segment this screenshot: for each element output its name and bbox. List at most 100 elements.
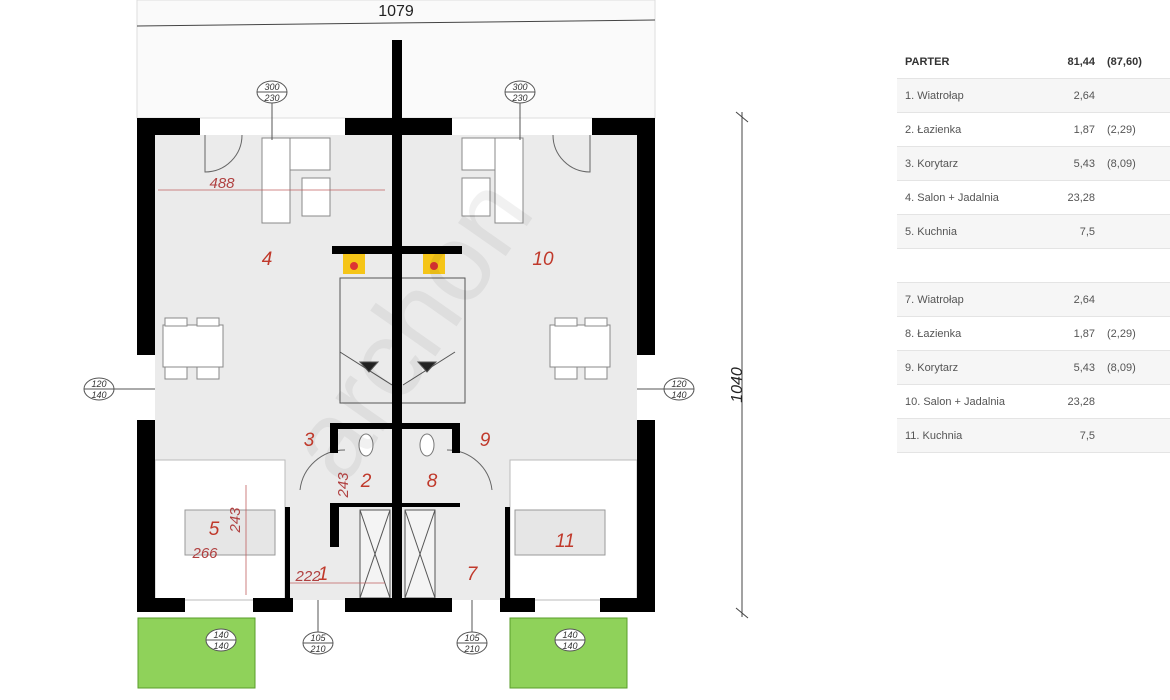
room-area: 7,5 [1055,418,1095,453]
opening-door-left: 105 210 [302,600,334,655]
room-10: 10 [532,249,554,270]
svg-text:300: 300 [512,82,527,92]
room-name: 7. Wiatrołap [897,282,1055,317]
dining-table-left [162,317,224,380]
svg-text:210: 210 [309,644,325,654]
opening-door-right: 105 210 [456,600,488,655]
svg-text:230: 230 [263,93,279,103]
room-area-gross [1095,78,1170,113]
svg-text:120: 120 [91,379,106,389]
room-8: 8 [427,471,438,492]
room-name: 3. Korytarz [897,146,1055,181]
floor-area: 81,44 [1055,45,1095,79]
room-name: 8. Łazienka [897,316,1055,351]
room-name: 11. Kuchnia [897,418,1055,453]
room-name: 9. Korytarz [897,350,1055,385]
room-area: 5,43 [1055,350,1095,385]
table-header-row: PARTER 81,44 (87,60) [897,45,1170,79]
staircase [339,277,466,404]
planter-right [509,617,628,689]
room-area: 23,28 [1055,180,1095,215]
room-2: 2 [360,471,372,492]
room-7: 7 [467,564,479,585]
sofa-right [461,137,524,224]
opening-win-side-left: 120 140 [83,377,155,401]
opening-win-top-left: 300 230 [256,80,288,140]
room-3: 3 [304,430,315,451]
room-area: 23,28 [1055,384,1095,419]
table-row [897,248,1170,283]
room-9: 9 [480,430,491,451]
room-area: 7,5 [1055,214,1095,249]
planter-left [137,617,256,689]
svg-text:105: 105 [464,633,480,643]
room-area: 2,64 [1055,282,1095,317]
opening-win-side-right: 120 140 [637,377,695,401]
room-11: 11 [555,531,575,552]
dimension-266: 266 [191,545,218,562]
height-dimension: 1040 [729,367,746,403]
toilet-left-icon [358,433,374,457]
room-1: 1 [318,564,329,585]
dimension-243-bathroom: 243 [335,472,352,499]
width-dimension-line [136,19,656,27]
room-area: 5,43 [1055,146,1095,181]
opening-win-top-right: 300 230 [504,80,536,140]
svg-text:140: 140 [562,641,577,651]
room-area-gross: (2,29) [1095,112,1170,147]
svg-text:140: 140 [91,390,106,400]
dining-table-right [549,317,611,380]
room-5: 5 [209,519,220,540]
floor-name: PARTER [897,45,1055,79]
room-area [1055,248,1095,283]
opening-win-bottom-right: 140 140 [554,628,586,652]
room-area-gross: (8,09) [1095,350,1170,385]
sofa-left [261,137,331,224]
room-area-gross [1095,248,1170,283]
svg-text:140: 140 [562,630,577,640]
dimension-222: 222 [294,568,321,585]
room-area-gross [1095,282,1170,317]
svg-text:140: 140 [213,630,228,640]
room-area-gross [1095,180,1170,215]
room-area-gross [1095,418,1170,453]
room-4: 4 [262,249,273,270]
svg-text:105: 105 [310,633,326,643]
svg-text:230: 230 [511,93,527,103]
walls [137,40,655,612]
toilet-right-icon [419,433,435,457]
room-name: 10. Salon + Jadalnia [897,384,1055,419]
room-area-gross [1095,214,1170,249]
room-name [897,248,1055,283]
svg-text:300: 300 [264,82,279,92]
dimension-243-kitchen: 243 [227,507,244,534]
room-name: 5. Kuchnia [897,214,1055,249]
width-dimension: 1079 [378,3,414,20]
room-area-gross: (8,09) [1095,146,1170,181]
svg-text:140: 140 [671,390,686,400]
svg-text:140: 140 [213,641,228,651]
room-area: 1,87 [1055,316,1095,351]
svg-text:210: 210 [463,644,479,654]
room-name: 4. Salon + Jadalnia [897,180,1055,215]
room-area-gross: (2,29) [1095,316,1170,351]
svg-text:120: 120 [671,379,686,389]
room-name: 1. Wiatrołap [897,78,1055,113]
opening-win-bottom-left: 140 140 [205,628,237,652]
floor-plan: 1079 1040 [83,0,749,689]
room-area: 1,87 [1055,112,1095,147]
room-area-gross [1095,384,1170,419]
floor-area-total: (87,60) [1095,45,1170,79]
dimension-488: 488 [209,175,235,192]
room-name: 2. Łazienka [897,112,1055,147]
